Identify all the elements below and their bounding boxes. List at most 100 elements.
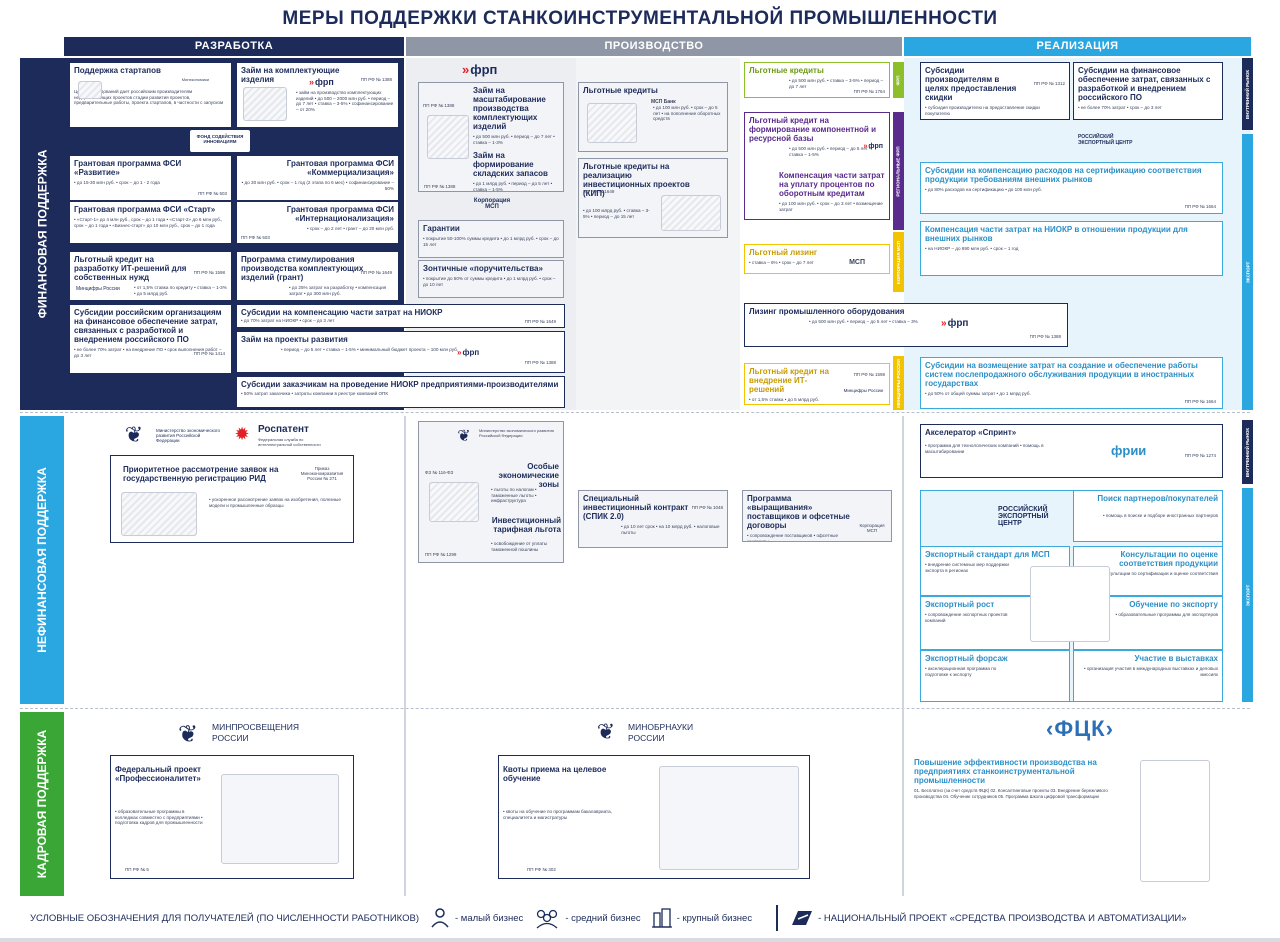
card-text: • до 500 млн руб. • ставка – 3-5% • пери… (789, 78, 884, 89)
card-title: Инвестиционный тарифная льгота (491, 516, 561, 534)
card-it-credit[interactable]: Льготный кредит на разработку ИТ-решений… (69, 251, 232, 301)
card-grant-components[interactable]: Программа стимулирования производства ко… (236, 251, 399, 301)
card-supplier-growth[interactable]: Программа «выращивания» поставщиков и оф… (742, 490, 892, 542)
card-title: Грантовая программа ФСИ «Коммерциализаци… (286, 159, 394, 177)
card-loan-scale[interactable]: Займ на масштабирование производства ком… (418, 82, 564, 192)
frp-logo: »фрп (941, 318, 969, 329)
rec-logo: РОССИЙСКИЙ ЭКСПОРТНЫЙ ЦЕНТР (1078, 134, 1133, 146)
illustration (243, 87, 287, 121)
rec-logo: РОССИЙСКИЙ ЭКСПОРТНЫЙ ЦЕНТР (998, 506, 1049, 527)
card-fsi-kommerc[interactable]: Грантовая программа ФСИ «Коммерциализаци… (236, 155, 399, 201)
card-fsi-razvitie[interactable]: Грантовая программа ФСИ «Развитие» • до … (69, 155, 232, 201)
divider (902, 416, 904, 896)
card-credit-it[interactable]: Льготный кредит на внедрение ИТ-решений … (744, 363, 890, 405)
card-partners[interactable]: Поиск партнеров/покупателей • помощь в п… (1073, 490, 1223, 542)
minek-label: Министерство экономического развития Рос… (479, 428, 554, 438)
card-text: • период – до 5 лет • ставка – 1-5% • ми… (281, 347, 459, 352)
card-subsidy-software[interactable]: Субсидии российским организациям на фина… (69, 304, 232, 374)
card-priority-patent[interactable]: Приоритетное рассмотрение заявок на госу… (110, 455, 354, 543)
legend-label: УСЛОВНЫЕ ОБОЗНАЧЕНИЯ ДЛЯ ПОЛУЧАТЕЛЕЙ (ПО… (30, 912, 419, 924)
strip-inner-market: ВНУТРЕННИЙ РЫНОК (1242, 420, 1253, 484)
resolution-tag: ПП РФ № 503 (198, 191, 227, 196)
card-text: • до 70% затрат на НИОКР • срок – до 3 л… (241, 318, 335, 323)
resolution-tag: ПП РФ № 1388 (524, 360, 556, 365)
card-title: Компенсация части затрат на НИОКР в отно… (925, 225, 1188, 243)
card-sprint[interactable]: Акселератор «Спринт» • программа для тех… (920, 424, 1223, 478)
illustration (661, 195, 721, 231)
mincifry-logo: Минцифры России (843, 388, 883, 393)
card-fsi-start[interactable]: Грантовая программа ФСИ «Старт» • «Старт… (69, 201, 232, 244)
card-spik[interactable]: Специальный инвестиционный контракт (СПИ… (578, 490, 728, 548)
card-title: Участие в выставках (1134, 654, 1218, 663)
card-subsidy-service[interactable]: Субсидии на возмещение затрат на создани… (920, 357, 1223, 409)
card-professionalitet[interactable]: Федеральный проект «Профессионалитет» • … (110, 755, 354, 879)
card-export-forsage[interactable]: Экспортный форсаж • акселерационная прог… (920, 650, 1070, 702)
eagle-emblem-icon: ❦ (596, 719, 616, 744)
card-title: Экспортный форсаж (925, 654, 1008, 663)
card-text: • до 500 млн руб. • период – до 5 лет • … (809, 319, 918, 324)
resolution-tag: ПП РФ № 1649 (524, 319, 556, 324)
card-title: Субсидии заказчикам на проведение НИОКР … (241, 380, 559, 389)
card-leasing-equipment[interactable]: Лизинг промышленного оборудования • до 5… (744, 303, 1068, 347)
resolution-tag: ПП РФ № 302 (527, 867, 556, 872)
card-title: Займ на формирование складских запасов (473, 151, 548, 179)
card-text: • на НИОКР – до 690 млн руб. • срок – 1 … (925, 246, 1019, 251)
large-business-icon (651, 908, 672, 928)
card-efficiency[interactable]: Повышение эффективности производства на … (910, 755, 1138, 879)
card-pref-credit-green[interactable]: Льготные кредиты • до 500 млн руб. • ста… (744, 62, 890, 98)
illustration (221, 774, 339, 864)
card-subsidy-discount[interactable]: Субсидии производителям в целях предоста… (920, 62, 1070, 120)
card-comp-niokr-export[interactable]: Компенсация части затрат на НИОКР в отно… (920, 221, 1223, 276)
card-pref-credit[interactable]: Льготные кредиты • до 100 млн руб. • сро… (578, 82, 728, 152)
card-loan-development[interactable]: Займ на проекты развития • период – до 5… (236, 331, 565, 373)
card-exhibitions[interactable]: Участие в выставках • организация участи… (1073, 650, 1223, 702)
card-text: • программа для технологических компаний… (925, 443, 1044, 454)
resolution-tag: ПП РФ № 5 (125, 867, 149, 872)
card-credit-kip[interactable]: Льготные кредиты на реализацию инвестици… (578, 158, 728, 238)
legend: УСЛОВНЫЕ ОБОЗНАЧЕНИЯ ДЛЯ ПОЛУЧАТЕЛЕЙ (ПО… (0, 900, 1280, 936)
frp-logo: »фрп (309, 77, 334, 87)
card-text: • до 100 млрд руб. • ставка – 3-5% • пер… (583, 208, 650, 219)
card-text: • образовательные программы для экспорте… (1115, 612, 1218, 617)
fund-logo: ФОНД СОДЕЙСТВИЯ ИННОВАЦИЯМ (190, 130, 250, 152)
card-title: Специальный инвестиционный контракт (СПИ… (583, 494, 689, 521)
illustration (78, 81, 102, 99)
card-comp-interest[interactable]: Компенсация части затрат на уплату проце… (744, 168, 890, 220)
card-guarantees[interactable]: Гарантии • покрытие 50-100% суммы кредит… (418, 220, 564, 258)
resolution-tag: ПП РФ № 1388 (424, 184, 456, 189)
card-text: • акселерационная программа по подготовк… (925, 666, 997, 677)
card-text: • ставка – 6% • срок – до 7 лет (749, 260, 814, 265)
card-title: Грантовая программа ФСИ «Развитие» (74, 159, 182, 177)
resolution-tag: ПП РФ № 1299 (425, 552, 457, 557)
card-subsidy-customers[interactable]: Субсидии заказчикам на проведение НИОКР … (236, 376, 565, 408)
resolution-tag: ПП РФ № 1664 (1184, 399, 1216, 404)
card-credit-resource[interactable]: Льготный кредит на формирование компонен… (744, 112, 890, 170)
legend-large: - крупный бизнес (651, 907, 752, 929)
card-fsi-intern[interactable]: Грантовая программа ФСИ «Интернационализ… (236, 201, 399, 244)
card-loan-components[interactable]: Займ на комплектующие изделия • займ на … (236, 62, 399, 128)
card-title: Компенсация части затрат на уплату проце… (779, 171, 885, 198)
strip-mincifry: МИНЦИФРЫ РОССИИ (893, 356, 904, 410)
card-oez-block[interactable]: ❦ Министерство экономического развития Р… (418, 421, 564, 563)
card-text: • ускоренное рассмотрение заявок на изоб… (209, 497, 341, 508)
eagle-emblem-icon: ❦ (124, 422, 144, 447)
strip-regfund: РЕГИОНАЛЬНЫЕ ФРП (893, 112, 904, 230)
card-text: • сопровождение поставщиков • офсетные к… (747, 533, 838, 542)
card-text: • организация участия в международных вы… (1083, 666, 1218, 677)
card-startup-support[interactable]: Поддержка стартапов Центр исследований д… (69, 62, 232, 128)
card-title: Экспортный рост (925, 600, 995, 609)
resolution-tag: ПП РФ № 1388 (360, 77, 392, 82)
card-text: • сопровождение экспортных проектов комп… (925, 612, 1008, 623)
card-subsidy-software2[interactable]: Субсидии на финансовое обеспечение затра… (1073, 62, 1223, 120)
card-subsidy-niokr[interactable]: Субсидии на компенсацию части затрат на … (236, 304, 565, 328)
card-subsidy-certification[interactable]: Субсидии на компенсацию расходов на серт… (920, 162, 1223, 214)
card-pref-leasing[interactable]: Льготный лизинг • ставка – 6% • срок – д… (744, 244, 890, 274)
card-umbrella[interactable]: Зонтичные «поручительства» • покрытие до… (418, 260, 564, 298)
strip-export: ЭКСПОРТ (1242, 488, 1253, 702)
card-target-education[interactable]: Квоты приема на целевое обучение • квоты… (498, 755, 810, 879)
minek-label: Министерство экономического развития Рос… (156, 428, 221, 443)
resolution-tag: ПП РФ № 1048 (691, 505, 723, 510)
card-text: • до 500 млн руб. • период – до 5 лет • … (789, 146, 871, 157)
national-project-icon (792, 911, 813, 925)
